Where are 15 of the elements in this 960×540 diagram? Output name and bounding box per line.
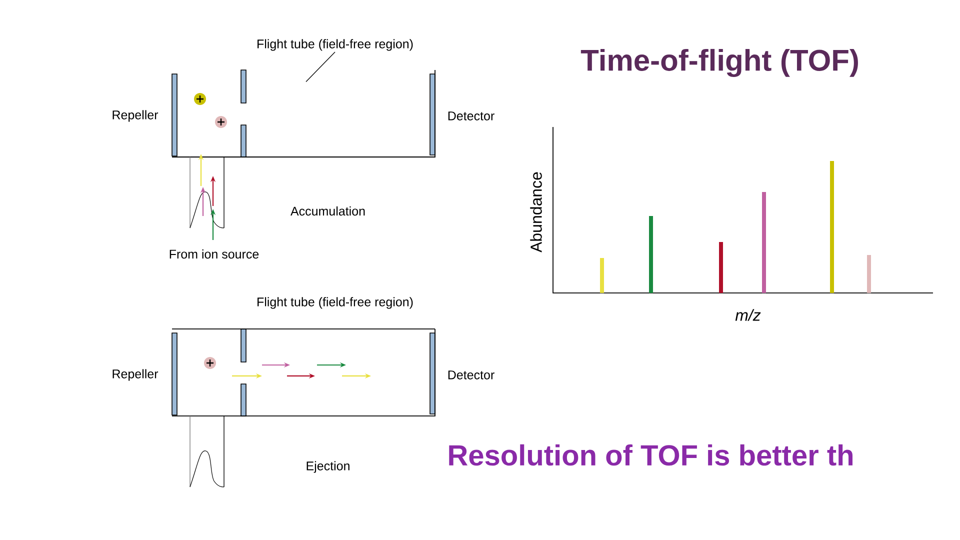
part-label: Flight tube (field-free region) <box>258 39 413 51</box>
axis-label: m/z <box>735 309 761 321</box>
flight-tube <box>172 70 436 158</box>
part-label: Detector <box>448 112 494 120</box>
stage-label: Ejection <box>306 461 350 473</box>
part-label: From ion source <box>170 249 259 259</box>
part-label: Repeller <box>112 369 158 381</box>
stage-label: Accumulation <box>290 206 365 216</box>
leader-line <box>306 52 336 82</box>
note-text: Resolution of TOF is better th <box>449 444 852 466</box>
part-label: Flight tube (field-free region) <box>258 297 413 309</box>
part-label: Repeller <box>112 110 158 122</box>
part-label: Detector <box>448 370 494 380</box>
title: Time-of-flight (TOF) <box>580 48 858 78</box>
axis-label: Abundance <box>530 172 542 252</box>
